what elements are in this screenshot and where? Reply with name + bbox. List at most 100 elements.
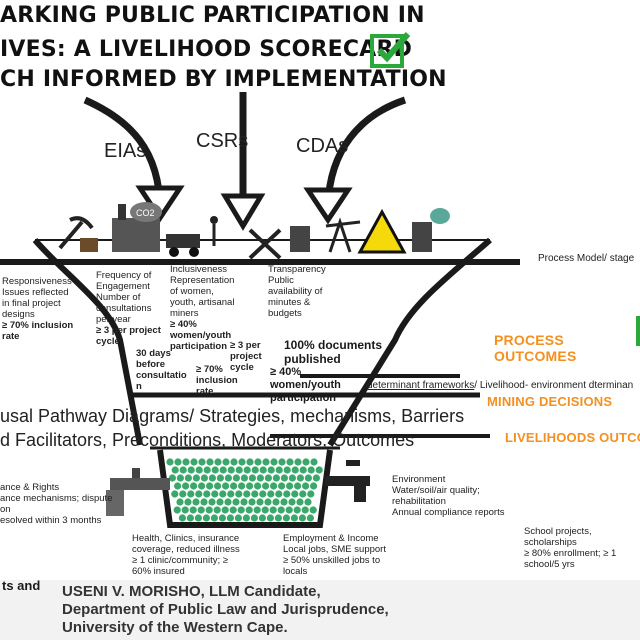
- bead: [262, 482, 270, 490]
- title-line-3: CH INFORMED BY IMPLEMENTATION: [0, 67, 447, 92]
- bead: [230, 482, 238, 490]
- bead: [307, 490, 315, 498]
- bead: [237, 506, 245, 514]
- crossed-tools-icon: [248, 228, 282, 260]
- bead: [168, 474, 176, 482]
- bead: [254, 458, 262, 466]
- bead: [184, 474, 192, 482]
- miner-icon: [210, 216, 218, 246]
- school-criteria: School projects,scholarships≥ 80% enroll…: [524, 526, 617, 570]
- hazard-icon: [357, 208, 407, 254]
- bead: [288, 498, 296, 506]
- bead: [187, 466, 195, 474]
- bead: [267, 466, 275, 474]
- bead: [261, 506, 269, 514]
- mining-truck-icon: [166, 234, 200, 257]
- bead: [264, 498, 272, 506]
- bead: [219, 466, 227, 474]
- svg-text:CO2: CO2: [136, 208, 155, 218]
- factory-co2-icon: CO2: [112, 202, 162, 252]
- channel-label-eias: EIAs: [104, 140, 147, 162]
- bead: [174, 482, 182, 490]
- bead: [258, 514, 266, 522]
- bead: [182, 458, 190, 466]
- bead: [245, 506, 253, 514]
- bead: [243, 490, 251, 498]
- bead: [173, 506, 181, 514]
- bead: [202, 514, 210, 522]
- bead: [269, 506, 277, 514]
- bead: [171, 466, 179, 474]
- bead: [251, 466, 259, 474]
- waste-barrel-icon: [412, 208, 450, 252]
- bead: [290, 514, 298, 522]
- bead: [194, 514, 202, 522]
- title-line-1: ARKING PUBLIC PARTICIPATION IN: [0, 3, 425, 28]
- bead: [178, 514, 186, 522]
- bead: [190, 458, 198, 466]
- bead: [294, 482, 302, 490]
- bead: [198, 482, 206, 490]
- bead: [224, 498, 232, 506]
- bead: [210, 514, 218, 522]
- bead: [299, 466, 307, 474]
- bead: [171, 490, 179, 498]
- bead: [208, 498, 216, 506]
- bead: [248, 498, 256, 506]
- bead: [232, 498, 240, 506]
- bead: [280, 498, 288, 506]
- bead: [214, 482, 222, 490]
- oil-pump-icon: [290, 217, 361, 253]
- bead: [259, 466, 267, 474]
- bead: [203, 466, 211, 474]
- bead: [181, 506, 189, 514]
- bead: [262, 458, 270, 466]
- bead: [224, 474, 232, 482]
- bead: [310, 482, 318, 490]
- bead: [294, 458, 302, 466]
- bead: [272, 474, 280, 482]
- bead: [221, 506, 229, 514]
- bead: [235, 466, 243, 474]
- bead: [288, 474, 296, 482]
- determinant-frameworks: determinant frameworks/ Livelihood- envi…: [367, 380, 634, 391]
- bead: [296, 498, 304, 506]
- bead: [232, 474, 240, 482]
- bead: [259, 490, 267, 498]
- bead: [307, 466, 315, 474]
- bead: [283, 490, 291, 498]
- bead: [283, 466, 291, 474]
- bead: [208, 474, 216, 482]
- bead: [206, 482, 214, 490]
- bead: [304, 498, 312, 506]
- bead: [192, 474, 200, 482]
- bead: [174, 458, 182, 466]
- bead: [250, 514, 258, 522]
- bead: [216, 498, 224, 506]
- bead: [243, 466, 251, 474]
- bead: [240, 498, 248, 506]
- bead: [301, 506, 309, 514]
- bead: [189, 506, 197, 514]
- bead: [270, 482, 278, 490]
- livelihoods-outcome-label: LIVELIHOODS OUTCOME: [505, 430, 640, 445]
- bead: [211, 490, 219, 498]
- bead: [280, 474, 288, 482]
- bead: [203, 490, 211, 498]
- bead: [229, 506, 237, 514]
- bead: [277, 506, 285, 514]
- bead: [197, 506, 205, 514]
- bead: [186, 514, 194, 522]
- green-marker: [636, 316, 640, 346]
- bead: [246, 482, 254, 490]
- bead: [176, 474, 184, 482]
- bead: [182, 482, 190, 490]
